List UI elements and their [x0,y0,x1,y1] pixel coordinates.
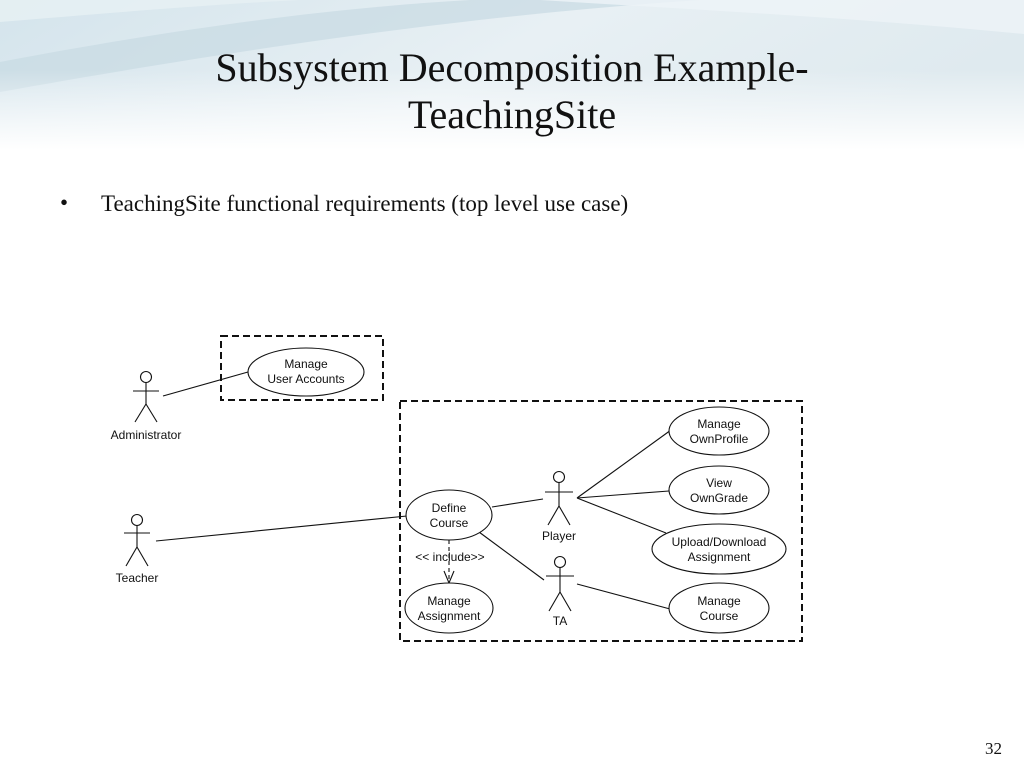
use-case-upload-download-assignment [651,523,787,575]
slide-title: Subsystem Decomposition Example- Teachin… [0,44,1024,138]
association-player-upload-download [576,497,667,534]
actor-ta [546,555,574,612]
association-player-manage-ownprofile [576,429,672,499]
use-case-label-view-owngrade-1: View [706,476,732,490]
association-define-course-ta [478,531,545,581]
actor-teacher [124,513,150,567]
use-case-label-manage-user-accounts-2: User Accounts [267,372,344,386]
use-case-view-owngrade [668,465,770,515]
association-define-course-player [491,498,544,508]
bullet-text: TeachingSite functional requirements (to… [101,191,629,216]
actor-label-teacher: Teacher [116,571,159,585]
association-teacher-define-course [155,515,408,542]
bullet-marker: • [60,190,69,215]
use-case-label-manage-assignment-1: Manage [427,594,471,608]
use-case-label-manage-course-2: Course [700,609,739,623]
use-case-label-view-owngrade-2: OwnGrade [690,491,748,505]
use-case-manage-assignment [404,582,494,634]
page-number: 32 [985,739,1002,758]
use-case-label-define-course-1: Define [432,501,467,515]
subsystem-boundary-user-accounts [220,335,384,401]
use-case-manage-user-accounts [247,347,365,397]
use-case-label-manage-ownprofile-1: Manage [697,417,741,431]
slide-title-line-2: TeachingSite [407,92,617,137]
use-case-manage-course [668,582,770,634]
use-case-label-manage-user-accounts-1: Manage [284,357,328,371]
subsystem-boundary-teaching [399,400,803,642]
association-administrator-manage-user-accounts [162,371,249,397]
use-case-label-upload-download-2: Assignment [688,550,751,564]
use-case-label-define-course-2: Course [430,516,469,530]
include-stereotype-label: << include>> [415,550,484,564]
use-case-manage-ownprofile [668,406,770,456]
header-banner [0,0,1024,150]
actor-label-ta: TA [553,614,567,628]
actor-player [545,470,573,526]
use-case-define-course [405,489,493,541]
actor-label-administrator: Administrator [111,428,182,442]
use-case-label-manage-ownprofile-2: OwnProfile [690,432,749,446]
actor-label-player: Player [542,529,576,543]
slide-title-line-1: Subsystem Decomposition Example- [215,45,809,90]
use-case-label-manage-assignment-2: Assignment [418,609,481,623]
actor-administrator [133,370,159,423]
association-ta-manage-course [576,583,671,610]
association-player-view-owngrade [576,490,670,499]
use-case-label-manage-course-1: Manage [697,594,741,608]
use-case-label-upload-download-1: Upload/Download [672,535,767,549]
